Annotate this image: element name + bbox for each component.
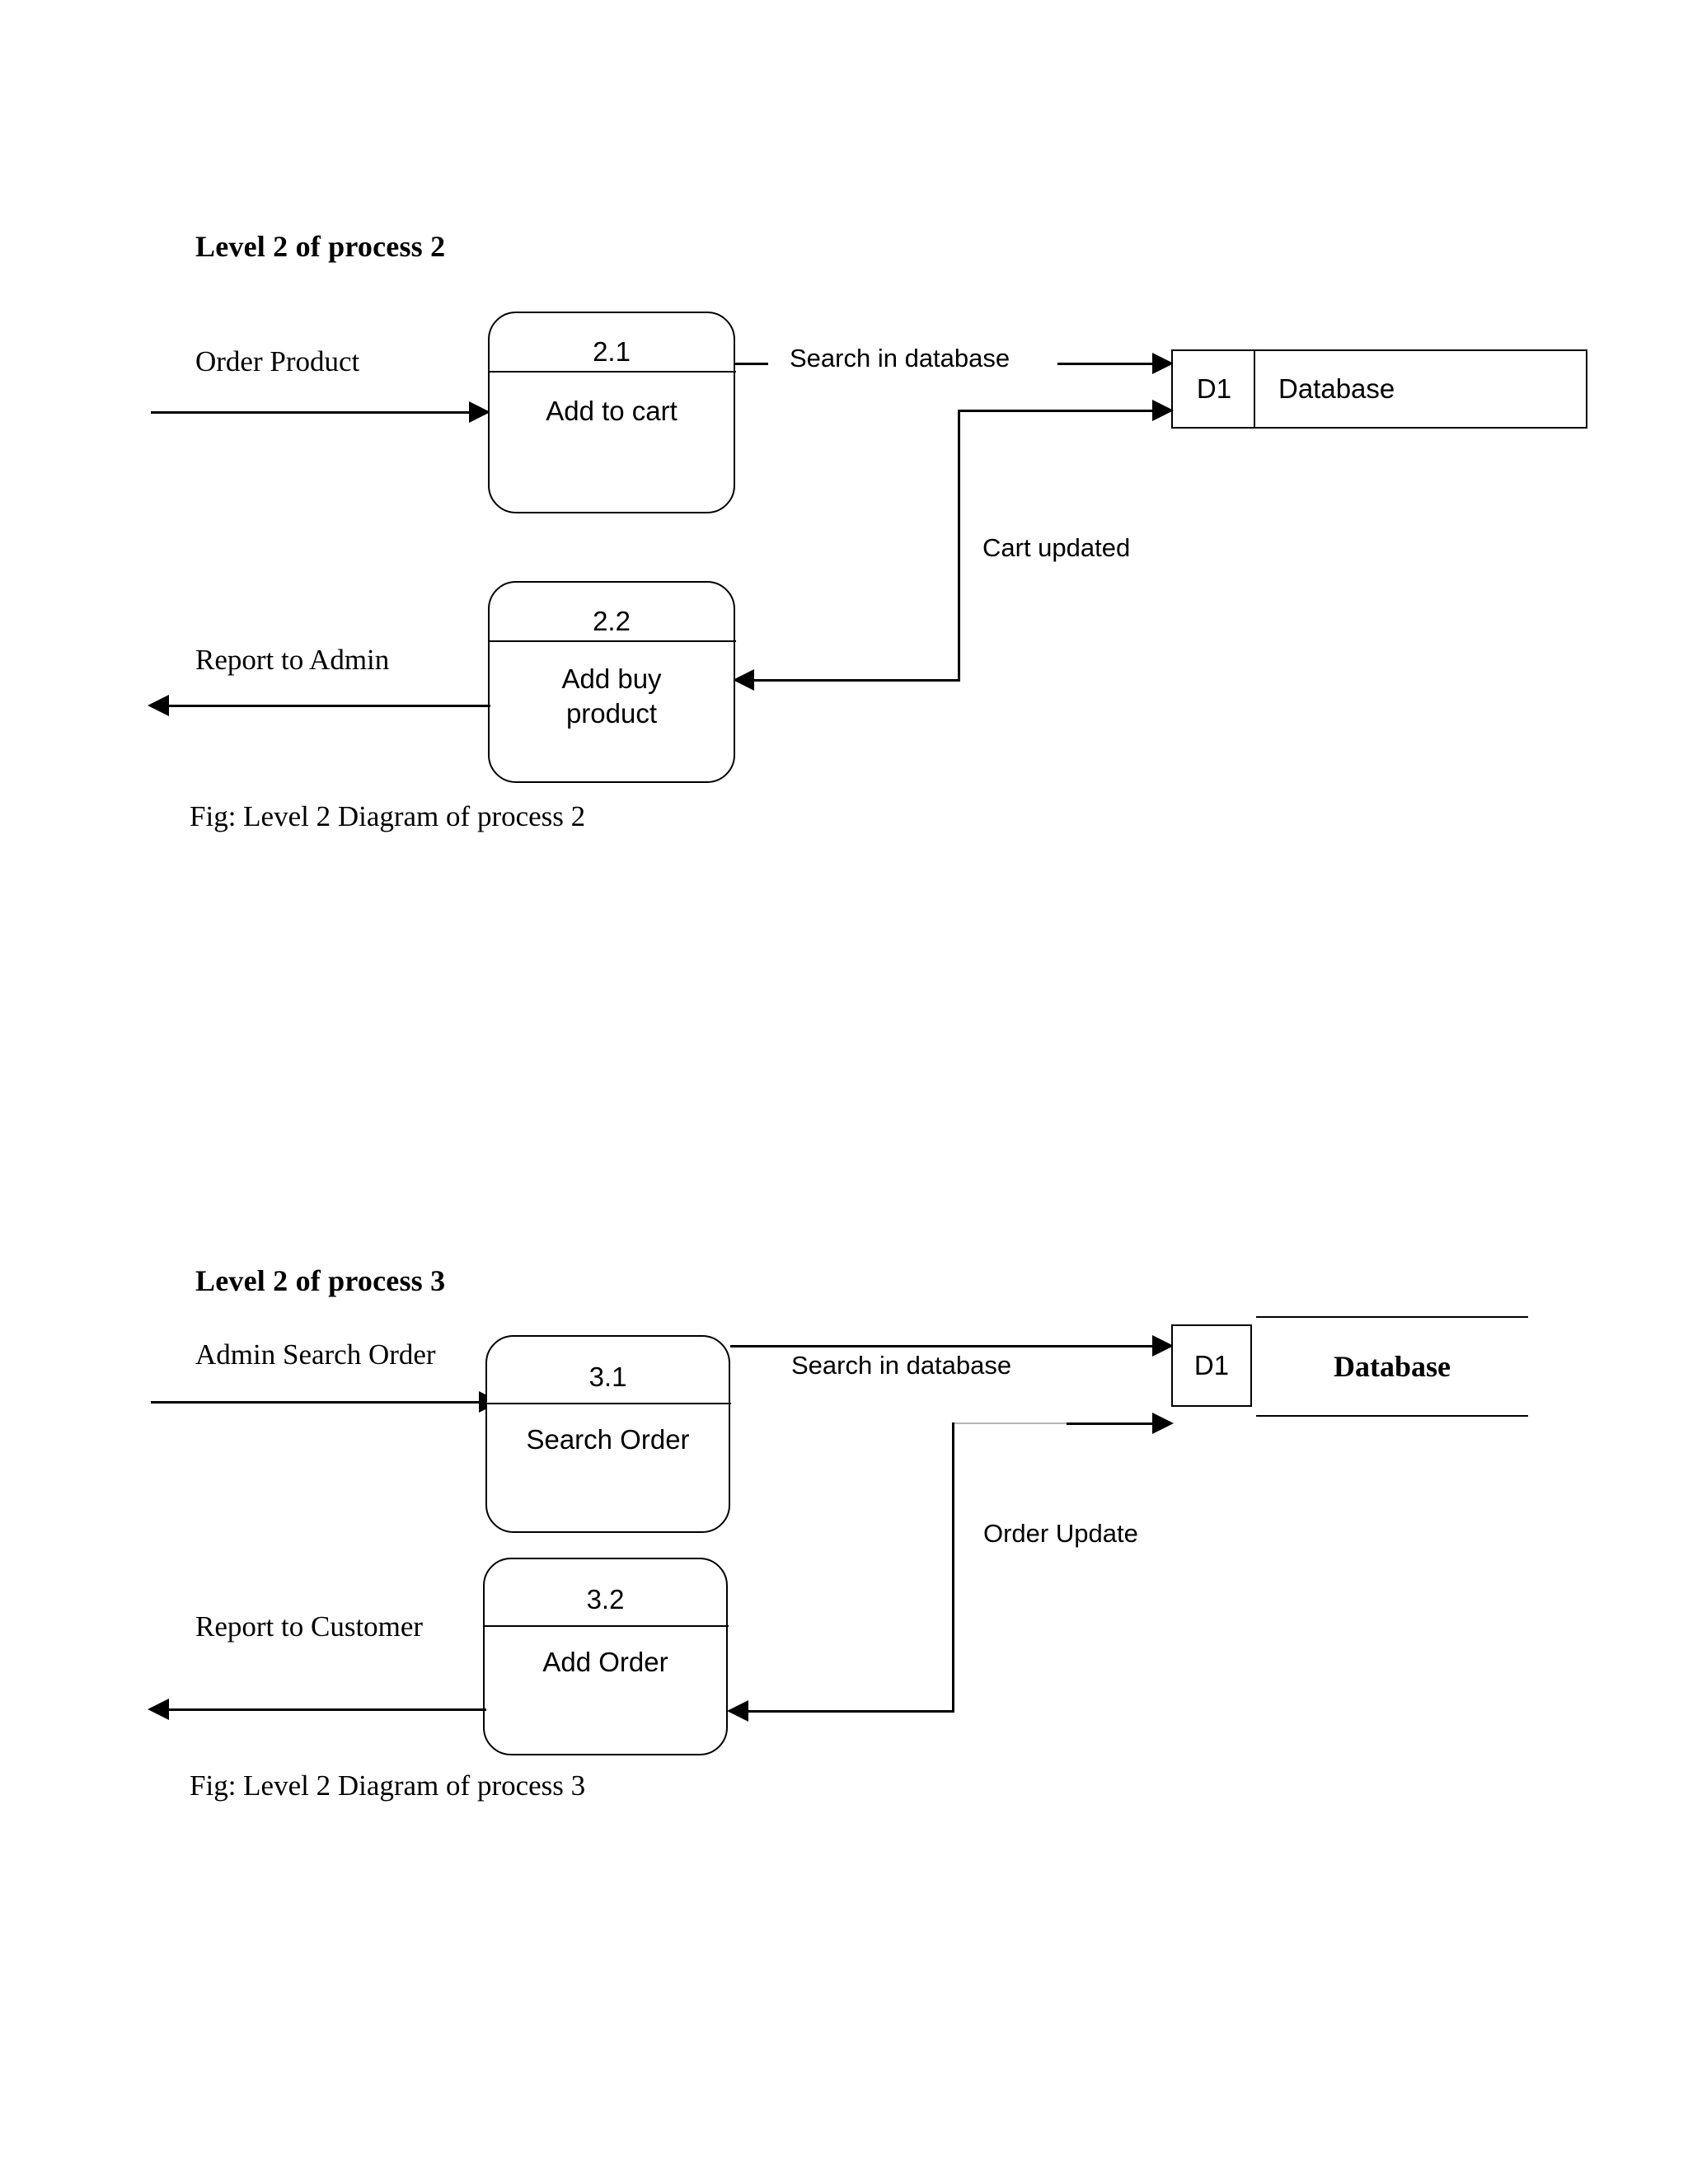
- flow-line-search-in-database-stub: [735, 363, 768, 365]
- process-2-2-divider: [487, 640, 736, 642]
- process-box-2-1: 2.1 Add to cart: [487, 312, 736, 513]
- process-box-3-2: 3.2 Add Order: [482, 1558, 729, 1755]
- process-3-1-label: Search Order: [526, 1424, 690, 1455]
- flow-line-cart-updated-vertical: [958, 410, 960, 682]
- process-2-2-label-line-1: Add buy: [561, 663, 662, 694]
- arrowhead-cart-updated-into-store: [1152, 400, 1174, 421]
- flow-line-order-update-top-faint: [952, 1422, 1068, 1424]
- arrowhead-cart-updated-into-process: [733, 669, 754, 691]
- flow-line-cart-updated-bottom: [754, 679, 960, 682]
- data-store-database-bottom-rule: [1256, 1415, 1528, 1417]
- arrowhead-order-product: [469, 401, 490, 423]
- data-store-d1-box: D1 Database: [1171, 349, 1587, 429]
- data-store-d1-id: D1: [1196, 373, 1232, 404]
- flow-line-cart-updated-top: [958, 410, 1154, 412]
- arrowhead-order-update-into-process: [727, 1700, 748, 1722]
- process-2-1-divider: [487, 371, 736, 373]
- process-3-2-divider: [482, 1625, 729, 1627]
- external-entity-report-to-customer-label: Report to Customer: [195, 1610, 424, 1643]
- flow-label-cart-updated: Cart updated: [982, 533, 1131, 562]
- process-2-2-label-line-2: product: [565, 698, 658, 729]
- data-store-database-top-rule: [1256, 1316, 1528, 1318]
- flow-line-order-update-top: [1067, 1422, 1154, 1425]
- data-store-d1-box-2: D1: [1171, 1324, 1252, 1407]
- flow-label-search-in-database-2: Search in database: [791, 1351, 1012, 1380]
- process-2-2-number: 2.2: [593, 606, 631, 636]
- flow-label-order-update: Order Update: [983, 1519, 1138, 1548]
- flow-line-order-update-bottom: [748, 1710, 954, 1713]
- process-3-1-divider: [485, 1403, 731, 1404]
- process-3-2-number: 3.2: [586, 1584, 625, 1615]
- process-box-2-2: 2.2 Add buy product: [487, 581, 736, 783]
- external-entity-admin-search-order-label: Admin Search Order: [195, 1338, 436, 1371]
- data-store-d1-id-2: D1: [1193, 1350, 1230, 1380]
- flow-line-order-product: [151, 411, 471, 414]
- diagram-2-heading: Level 2 of process 3: [195, 1264, 446, 1297]
- data-store-d1-name: Database: [1278, 373, 1395, 404]
- process-2-1-number: 2.1: [593, 336, 631, 367]
- diagram-1-heading: Level 2 of process 2: [195, 230, 446, 263]
- process-3-1-number: 3.1: [588, 1361, 627, 1392]
- process-2-1-label: Add to cart: [546, 396, 678, 426]
- data-store-d1-divider: [1254, 349, 1255, 429]
- flow-line-report-to-admin: [169, 705, 490, 707]
- arrowhead-report-to-admin: [148, 695, 169, 716]
- external-entity-report-to-admin-label: Report to Admin: [195, 644, 390, 676]
- process-box-3-1: 3.1 Search Order: [485, 1335, 731, 1533]
- external-entity-order-product-label: Order Product: [195, 345, 360, 377]
- diagram-1-caption: Fig: Level 2 Diagram of process 2: [190, 800, 586, 832]
- arrowhead-search-in-database-2: [1152, 1335, 1174, 1357]
- data-store-database-name-2: Database: [1334, 1350, 1451, 1383]
- arrowhead-report-to-customer: [148, 1699, 169, 1720]
- process-3-2-label: Add Order: [542, 1647, 668, 1677]
- flow-line-report-to-customer: [169, 1708, 486, 1711]
- flow-line-order-update-vertical: [952, 1422, 954, 1713]
- flow-line-search-in-database-2: [730, 1345, 1154, 1347]
- arrowhead-search-in-database: [1152, 353, 1174, 374]
- flow-label-search-in-database: Search in database: [785, 344, 1015, 373]
- flow-line-admin-search-order: [151, 1401, 481, 1404]
- arrowhead-order-update-into-store: [1152, 1413, 1174, 1434]
- diagram-2-caption: Fig: Level 2 Diagram of process 3: [190, 1769, 586, 1802]
- flow-line-search-in-database-tail: [1057, 363, 1154, 365]
